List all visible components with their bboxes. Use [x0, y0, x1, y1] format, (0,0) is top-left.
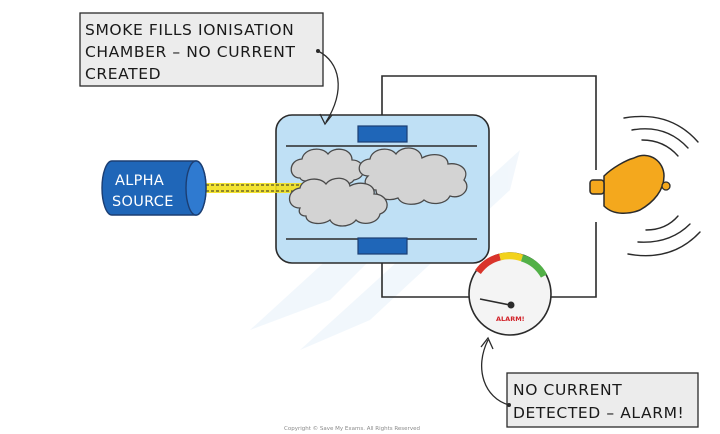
bell-icon: [589, 115, 701, 257]
circuit-wires: [381, 75, 597, 298]
alpha-source-label-line2: SOURCE: [112, 194, 174, 210]
callout-top-arrow: [317, 50, 339, 123]
callout-top-line3: CREATED: [85, 65, 161, 83]
meter-pivot: [507, 301, 515, 309]
callout-top: SMOKE FILLS IONISATION CHAMBER – NO CURR…: [79, 12, 339, 126]
meter-needle: [479, 298, 511, 306]
meter-label: ALARM!: [496, 315, 525, 323]
bell-body: [603, 154, 665, 214]
callout-bottom-box: [506, 372, 699, 428]
alpha-source-label-line1: ALPHA: [115, 173, 164, 189]
alarm-meter: ALARM!: [468, 252, 552, 336]
callout-bottom-line2: DETECTED – ALARM!: [513, 404, 684, 422]
alpha-source: ALPHA SOURCE: [101, 160, 207, 216]
callout-bottom-arrowhead: [480, 336, 494, 350]
callout-top-line1: SMOKE FILLS IONISATION: [85, 21, 294, 39]
smoke-cloud: [288, 147, 468, 227]
callout-top-arrowhead: [319, 113, 333, 126]
bell-clapper: [661, 181, 671, 191]
callout-top-box: [79, 12, 324, 87]
wire-bottom: [381, 255, 469, 298]
wire-top: [381, 75, 597, 170]
callout-bottom-line1: NO CURRENT: [513, 381, 622, 399]
wire-right: [551, 222, 597, 298]
electrode-bottom: [357, 237, 408, 255]
alpha-source-end: [185, 160, 207, 216]
bell-sound-waves: [623, 115, 701, 257]
callout-bottom-arrow: [480, 339, 510, 406]
smoke-cloud-bottom: [288, 177, 388, 227]
meter-scale-red: [475, 253, 502, 275]
electrode-top: [357, 125, 408, 143]
bell-mount: [589, 179, 605, 195]
meter-scale-green: [520, 254, 548, 278]
smoke-cloud-right: [358, 147, 468, 205]
callout-top-line2: CHAMBER – NO CURRENT: [85, 43, 296, 61]
copyright-text: Copyright © Save My Exams. All Rights Re…: [284, 425, 420, 432]
meter-scale-yellow: [499, 252, 524, 262]
callout-bottom: NO CURRENT DETECTED – ALARM!: [480, 336, 699, 428]
